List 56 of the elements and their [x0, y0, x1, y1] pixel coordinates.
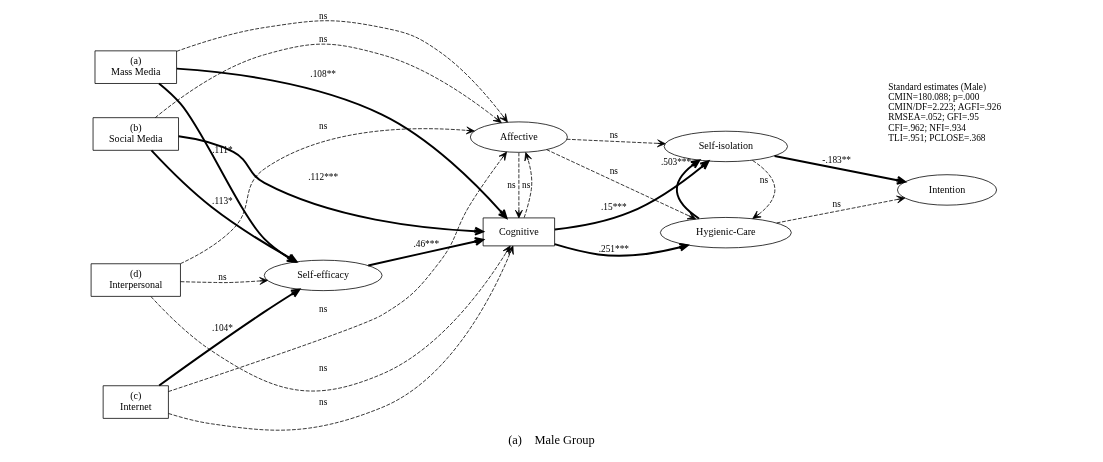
arrow [773, 154, 907, 185]
arrow [546, 149, 696, 220]
node-box: (c) Internet [102, 385, 169, 419]
arrow [175, 67, 508, 219]
arrow [168, 245, 514, 431]
arrow [566, 138, 666, 148]
arrow [553, 242, 689, 257]
label: TLI=.951; PCLOSE=.368 [888, 132, 986, 143]
edge-label: -.183** [822, 155, 852, 166]
arrow [515, 152, 523, 219]
edge-label: ns [609, 130, 618, 141]
arrow [752, 160, 776, 219]
edge-label: ns [319, 34, 328, 44]
edge-label: .108** [310, 68, 336, 79]
label: RMSEA=.052; GFI=.95 [888, 112, 979, 123]
arrow [168, 151, 507, 392]
caption: (a) Male Group [508, 432, 595, 447]
arrow [177, 135, 484, 236]
edge-label: ns [507, 179, 516, 190]
label: CMIN/DF=2.223; AGFI=.926 [888, 102, 1002, 113]
arrow [154, 43, 502, 124]
arrow [180, 277, 268, 285]
edge-label: ns [319, 10, 328, 21]
edge-label: .104* [211, 323, 233, 334]
arrow [675, 159, 701, 220]
arrow [523, 152, 533, 218]
edge-label: .113* [212, 196, 233, 207]
arrow [150, 245, 511, 392]
edge-label: ns [319, 304, 328, 315]
node-box: (a) Mass Media [94, 50, 177, 84]
edge-label: ns [319, 363, 328, 374]
edge-label: ns [319, 121, 328, 132]
node-ellipse: Hygienic-Care [659, 217, 792, 249]
label: Standard estimates (Male) [888, 82, 987, 93]
arrow [776, 195, 906, 224]
edge-label: ns [319, 396, 328, 407]
edge-label: .15*** [601, 201, 627, 212]
arrow [367, 237, 484, 267]
edge-label: ns [218, 271, 227, 282]
edge-label: ns [759, 175, 769, 186]
node-ellipse: Self-efficacy [263, 259, 383, 292]
arrow [158, 288, 301, 387]
label: CMIN=180.088; p=.000 [888, 92, 980, 103]
node-box: (b) Social Media [92, 117, 179, 151]
edge-label: ns [522, 179, 531, 190]
arrow [176, 20, 508, 123]
node-ellipse: Affective [469, 121, 568, 153]
edge-label: .112*** [308, 172, 339, 183]
label: CFI=.962; NFI=.934 [888, 122, 966, 133]
node-box: (d) Interpersonal [90, 263, 181, 297]
arrow [553, 160, 710, 231]
node-box: Cognitive [482, 217, 555, 247]
edge-label: .46*** [413, 239, 440, 250]
edge-label: ns [832, 198, 841, 209]
edge-label: .251*** [598, 243, 629, 254]
edge-label: ns [609, 166, 618, 177]
